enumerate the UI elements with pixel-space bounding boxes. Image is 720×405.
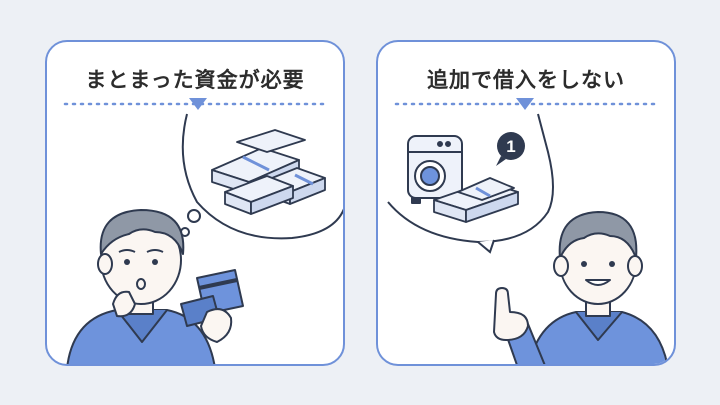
divider-pointer-icon	[189, 98, 207, 110]
badge-number: 1	[506, 137, 515, 156]
pointing-finger-icon	[494, 288, 528, 340]
panel-illustration: 1	[378, 42, 676, 366]
panel-illustration	[47, 42, 345, 366]
money-stack-icon	[212, 130, 325, 214]
number-badge-icon: 1	[496, 132, 525, 166]
panel-need-funds: まとまった資金が必要	[45, 40, 345, 366]
worried-person	[67, 210, 215, 366]
panel-no-extra-borrowing: 追加で借入をしない	[376, 40, 676, 366]
